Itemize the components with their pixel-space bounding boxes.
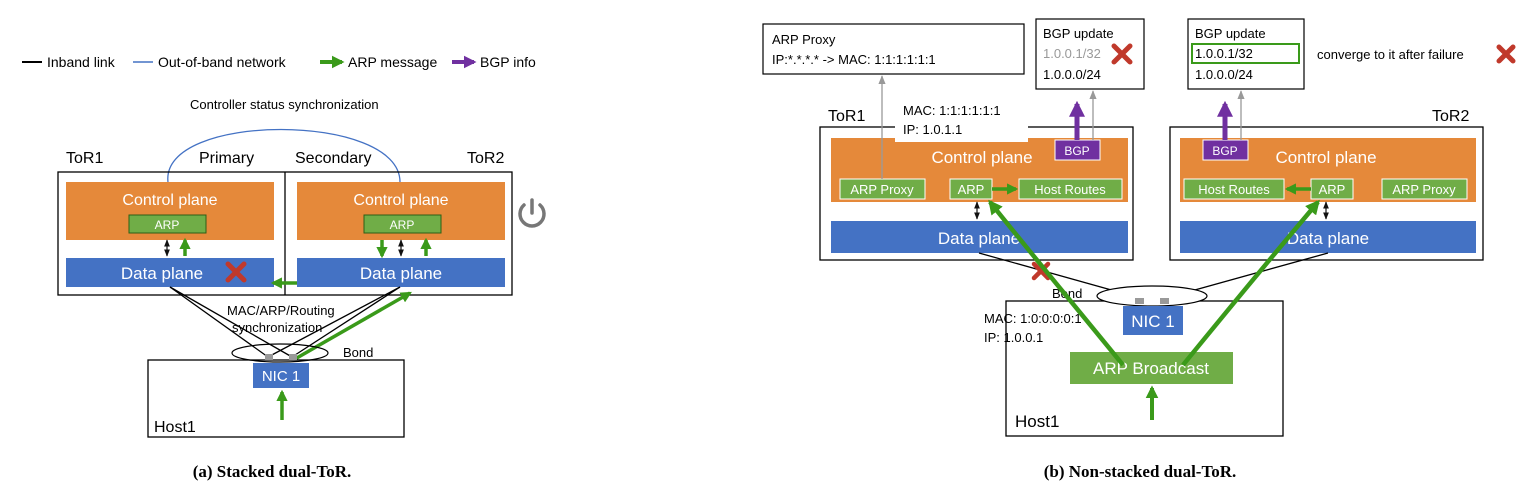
sync-text-2: synchronization <box>232 320 322 335</box>
power-icon <box>518 198 546 228</box>
data-plane-b2 <box>1180 221 1476 253</box>
data-plane-b2-label: Data plane <box>1287 229 1369 248</box>
bgp-module-1-label: BGP <box>1064 144 1089 158</box>
arp-module-2 <box>363 214 442 234</box>
caption-b: (b) Non-stacked dual-ToR. <box>1044 462 1237 481</box>
tor1-label: ToR1 <box>66 150 103 167</box>
data-plane-b1 <box>831 221 1128 253</box>
arp-module-2-label: ARP <box>390 218 415 232</box>
host-ip: IP: 1.0.0.1 <box>984 330 1043 345</box>
tor1-mac: MAC: 1:1:1:1:1:1 <box>903 103 1001 118</box>
nic-box-b <box>1123 306 1183 335</box>
inband-link-2 <box>267 286 401 358</box>
bgp-prefix-2b: 1.0.0.0/24 <box>1195 67 1253 82</box>
arp-proxy-callout <box>762 23 1025 75</box>
secondary-label: Secondary <box>295 150 372 167</box>
oob-sync-arc <box>167 128 401 183</box>
bgp-prefix-2a: 1.0.0.1/32 <box>1195 46 1253 61</box>
nic-label: NIC 1 <box>262 368 300 385</box>
host-routes-module-1-label: Host Routes <box>1034 182 1106 197</box>
bgp-module-2-label: BGP <box>1212 144 1237 158</box>
host-routes-module-2-label: Host Routes <box>1198 182 1270 197</box>
arp-proxy-module-1-label: ARP Proxy <box>850 182 914 197</box>
arp-module-1-label: ARP <box>155 218 180 232</box>
bgp-update-callout-1 <box>1035 18 1145 90</box>
withdrawn-x-icon <box>1111 43 1133 65</box>
bond-ellipse <box>231 343 329 363</box>
tor2-label: ToR2 <box>467 150 504 167</box>
sync-label: Controller status synchronization <box>190 97 379 112</box>
failure-x-icon <box>225 261 247 283</box>
host1-box <box>147 359 405 438</box>
arp-broadcast-label: ARP Broadcast <box>1093 359 1209 378</box>
tor1-ip: IP: 1.0.1.1 <box>903 122 962 137</box>
control-plane-b1-label: Control plane <box>931 148 1032 167</box>
panel-a: Controller status synchronization ToR1 P… <box>57 97 546 481</box>
host-routes-module-1 <box>1018 178 1123 200</box>
data-plane-b1-label: Data plane <box>938 229 1020 248</box>
arp-proxy-module-2-label: ARP Proxy <box>1392 182 1456 197</box>
broadcast-arrow-to-tor2 <box>1181 199 1320 367</box>
arp-arrow-to-tor2 <box>294 291 412 361</box>
arp-module-b1-label: ARP <box>958 182 985 197</box>
tor1-addr-box <box>895 100 1028 142</box>
data-plane-2-label: Data plane <box>360 264 442 283</box>
bgp-update-1-title: BGP update <box>1043 26 1114 41</box>
control-plane-2-label: Control plane <box>353 192 448 209</box>
broadcast-arrow-to-tor1 <box>988 199 1125 367</box>
tor1-label-b: ToR1 <box>828 108 865 125</box>
nic-box <box>253 363 309 388</box>
bgp-prefix-1: 1.0.0.0/24 <box>1043 67 1101 82</box>
bgp-withdrawn-prefix: 1.0.0.1/32 <box>1043 46 1101 61</box>
inband-link-2b <box>291 286 401 358</box>
legend-inband-label: Inband link <box>47 54 116 70</box>
port-1 <box>265 354 273 360</box>
arp-module-1 <box>128 214 207 234</box>
legend: Inband link Out-of-band network ARP mess… <box>22 54 536 70</box>
highlight-prefix-box <box>1191 43 1300 64</box>
arp-proxy-callout-title: ARP Proxy <box>772 32 836 47</box>
inband-link-1b <box>169 286 293 358</box>
control-plane-b2-label: Control plane <box>1275 148 1376 167</box>
arp-broadcast-box <box>1070 352 1233 384</box>
legend-bgp-label: BGP info <box>480 54 536 70</box>
port-2 <box>289 354 297 360</box>
caption-a: (a) Stacked dual-ToR. <box>193 462 352 481</box>
host1-label-b: Host1 <box>1015 412 1059 431</box>
data-plane-1-label: Data plane <box>121 264 203 283</box>
bond-label: Bond <box>343 345 373 360</box>
converge-x-icon <box>1496 44 1516 64</box>
bgp-update-callout-2 <box>1187 18 1305 90</box>
panel-b: ARP Proxy IP:*.*.*.* -> MAC: 1:1:1:1:1:1… <box>762 18 1516 481</box>
host1-label: Host1 <box>154 419 196 436</box>
legend-oob-label: Out-of-band network <box>158 54 287 70</box>
tor2-chassis <box>1169 126 1484 261</box>
arp-proxy-callout-rule: IP:*.*.*.* -> MAC: 1:1:1:1:1:1 <box>772 52 936 67</box>
tor2-label-b: ToR2 <box>1432 108 1469 125</box>
sync-text-1: MAC/ARP/Routing <box>227 303 335 318</box>
converge-label: converge to it after failure <box>1317 47 1464 62</box>
host-mac: MAC: 1:0:0:0:0:1 <box>984 311 1082 326</box>
nic-label-b: NIC 1 <box>1131 312 1174 331</box>
port-b2 <box>1160 298 1169 304</box>
legend-arp-label: ARP message <box>348 54 437 70</box>
host-routes-module-2 <box>1183 178 1285 200</box>
arp-module-b2-label: ARP <box>1319 182 1346 197</box>
arp-proxy-module-2 <box>1381 178 1468 200</box>
primary-label: Primary <box>199 150 254 167</box>
data-plane-2 <box>297 258 505 287</box>
control-plane-1-label: Control plane <box>122 192 217 209</box>
bgp-update-2-title: BGP update <box>1195 26 1266 41</box>
link-failure-x-icon <box>1031 261 1051 281</box>
bond-ellipse-b <box>1096 285 1208 307</box>
port-b1 <box>1135 298 1144 304</box>
